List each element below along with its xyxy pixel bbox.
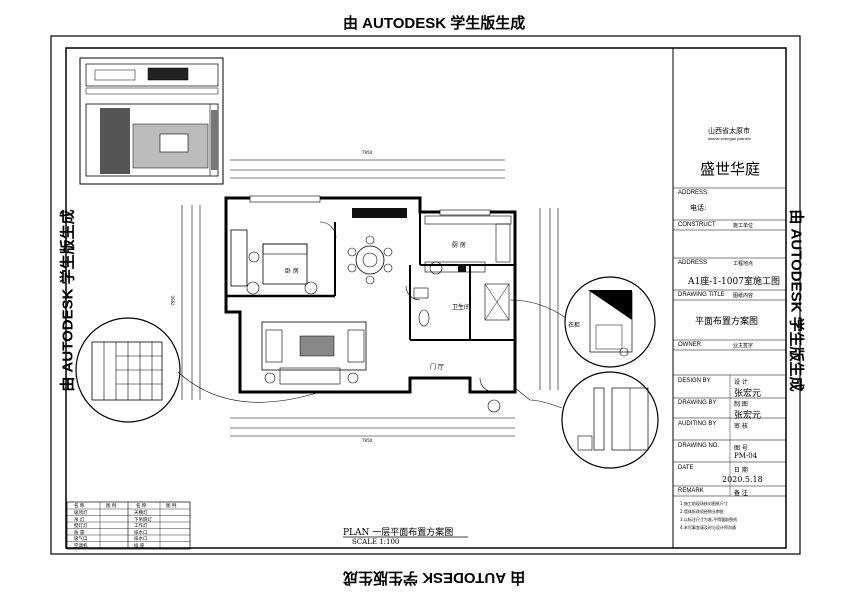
drawing-title-value: 平面布置方案图 [695, 317, 759, 327]
drawing-no-value: PM-04 [734, 452, 758, 460]
legend-table-lines [66, 501, 191, 550]
dim-bottom-total: 7950 [362, 438, 373, 443]
legend-row-name: 插 座 [134, 543, 145, 549]
owner-cn: 业主签字 [733, 343, 754, 349]
note-1: 1.施工前现场核对图纸尺寸 [680, 501, 728, 506]
room-kitchen: 厨 房 [452, 242, 466, 249]
legend-header-icon-1: 图 例 [106, 504, 117, 509]
legend-row-name: 排水口 [134, 530, 148, 536]
detail-circle-right-bottom [514, 371, 659, 469]
phone-label: 电话: [690, 204, 707, 212]
note-3: 3.以标注尺寸为准,不得量取图纸 [680, 517, 738, 522]
remark-cn: 备 注 [734, 490, 748, 497]
inner-frame [65, 47, 787, 549]
drawing-title-cn: 图纸内容 [733, 293, 754, 299]
legend-row-name: 吸气口 [74, 537, 88, 542]
watermark-top: 由 AUTODESK 学生版生成 [343, 15, 526, 32]
legend-row-name: 空调机 [74, 543, 88, 549]
legend-header-name-2: 名 称 [136, 504, 147, 509]
date-label: DATE [678, 465, 694, 471]
legend-row-name: 防 雷 [74, 530, 85, 536]
construct-label: CONSTRUCT [678, 222, 716, 228]
owner-label: OWNER [678, 342, 701, 348]
legend-header-icon-2: 图 例 [166, 504, 177, 509]
location-label: 山西省太原市 [708, 127, 750, 135]
outer-frame [50, 35, 801, 555]
construct-cn: 施工单位 [733, 223, 754, 229]
drawing-by-cn: 制 图 [734, 401, 748, 408]
legend-row-name: 吊 灯 [74, 517, 85, 523]
note-4: 4.未尽事宜请及时与设计师沟通 [680, 525, 736, 530]
drawing-no-label: DRAWING NO. [678, 443, 720, 449]
drawing-by-label: DRAWING BY [678, 400, 717, 406]
address2-cn: 工程地点 [733, 261, 754, 267]
legend-row-name: 壁灯灯 [74, 524, 88, 529]
note-2: 2.墙体拆改须经物业审批 [680, 509, 724, 514]
design-cn: 设 计 [734, 379, 748, 386]
address-label: ADDRESS: [678, 190, 709, 196]
remark-label: REMARK [678, 488, 704, 494]
room-hallway: 门 厅 [430, 364, 444, 371]
legend-header-name-1: 名 称 [74, 504, 85, 509]
auditing-cn: 审 核 [734, 423, 748, 430]
detail-circle-right-top [509, 276, 656, 368]
elevation-sketch [79, 57, 224, 185]
design-value: 张宏元 [734, 389, 762, 399]
legend-row-name: 排水口 [134, 537, 148, 542]
drawing-by-value: 张宏元 [734, 411, 762, 421]
legend-row-name: 工作灯 [134, 524, 148, 529]
date-cn: 日 期 [734, 467, 748, 474]
date-value: 2020.5.18 [722, 475, 763, 484]
detail-circle-left [75, 317, 321, 423]
design-label: DESIGN BY [678, 378, 711, 384]
legend-row-name: 下吊筒灯 [134, 517, 152, 523]
drawing-title-label: DRAWING TITLE [678, 292, 725, 298]
location-pinyin: shanxi shengtai yuanshi [708, 136, 751, 141]
drawing-no-cn: 图 号 [734, 445, 748, 452]
plan-title: PLAN 一层平面布置方案图 [343, 528, 454, 538]
dim-left-total: 7950 [170, 295, 176, 306]
watermark-right: 由 AUTODESK 学生版生成 [787, 209, 805, 392]
floor-plan [181, 159, 559, 437]
watermark-left: 由 AUTODESK 学生版生成 [59, 209, 77, 392]
auditing-label: AUDITING BY [678, 421, 717, 427]
room-closet: 衣柜 [568, 322, 581, 329]
room-bedroom: 卧 房 [285, 268, 299, 275]
address2-label: ADDRESS [678, 260, 708, 266]
dim-top-total: 7950 [362, 150, 373, 155]
address2-value: A1座-1-1007室施工图 [688, 277, 780, 287]
project-name: 盛世华庭 [700, 160, 761, 178]
plan-scale: SCALE 1:100 [352, 538, 400, 546]
legend-row-name: 吸顶灯 [74, 511, 88, 516]
watermark-bottom: 由 AUTODESK 学生版生成 [343, 569, 526, 586]
legend-row-name: 天棚灯 [134, 511, 148, 516]
room-bathroom: 卫生间 [452, 304, 471, 311]
